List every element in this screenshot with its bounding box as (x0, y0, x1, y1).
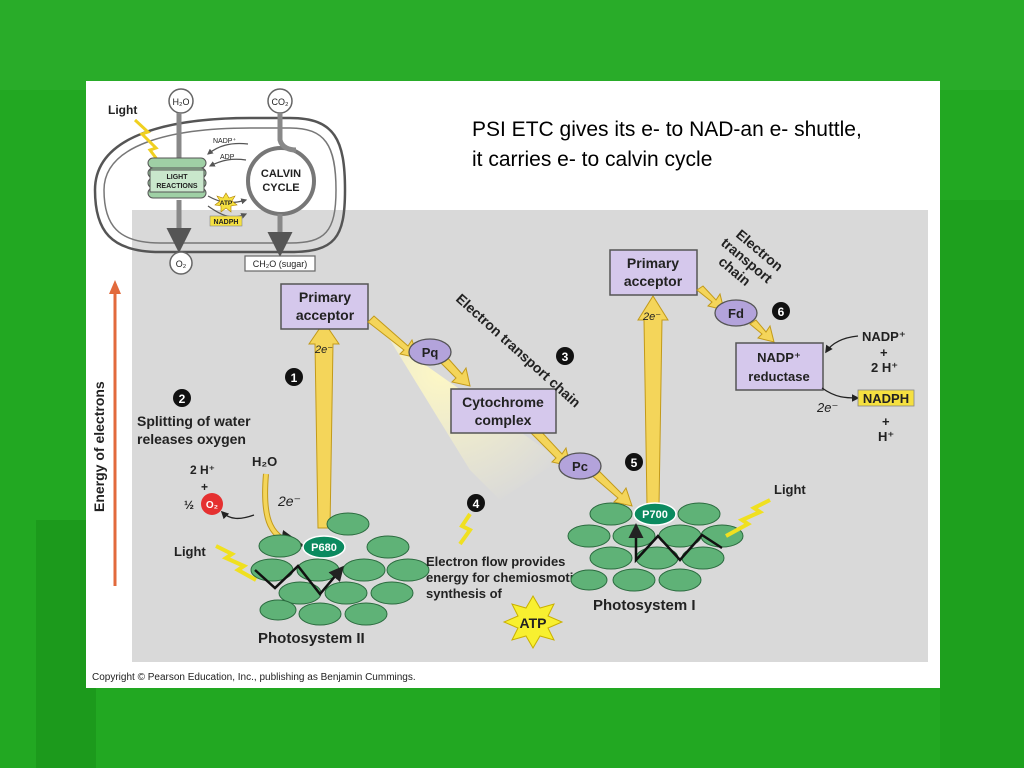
flow-line1: Electron flow provides (426, 554, 565, 569)
fd-label: Fd (728, 306, 744, 321)
chloroplast-inset: Light H₂O LIGHT REACTIONS NADP⁺ ADP ATP … (93, 88, 347, 275)
inset-o2-circle (169, 251, 193, 275)
energy-axis: Energy of electrons (91, 280, 121, 586)
ps2-primary-acceptor-box (280, 283, 369, 330)
h-in: 2 H⁺ (871, 360, 898, 375)
atp-star-icon (502, 595, 564, 649)
ps1-primary-2: acceptor (624, 273, 683, 289)
ps2-zigzag (254, 564, 344, 596)
nadp-reductase-box (735, 342, 824, 391)
ps1-lightning-icon (725, 498, 771, 538)
cyto-2: complex (475, 412, 532, 428)
main-gray-panel (132, 210, 928, 662)
ps2-h-plus: 2 H⁺ (190, 463, 215, 477)
p700-label: P700 (642, 509, 668, 521)
step-6-marker: 6 (778, 305, 785, 319)
fd-carrier (714, 299, 758, 327)
ps2-light-label: Light (174, 544, 206, 559)
step-5-marker: 5 (631, 456, 638, 470)
h-out: H⁺ (878, 429, 894, 444)
ps1-light-label: Light (774, 482, 806, 497)
ps1-primary-acceptor-box (609, 249, 698, 296)
photosystem-ii: 2e⁻ Primary acceptor 1 2 Splitting of wa… (137, 283, 430, 647)
inset-light-reactions-1: LIGHT (167, 174, 189, 181)
step-4-marker: 4 (473, 497, 480, 511)
ps2-primary-1: Primary (299, 289, 351, 305)
nadp-plus1: + (880, 345, 888, 360)
ps2-lightning-icon (215, 544, 257, 582)
p680-label: P680 (311, 542, 337, 554)
caption-line-2: it carries e- to calvin cycle (472, 148, 713, 171)
split-water-line2: releases oxygen (137, 431, 246, 447)
caption-line-1: PSI ETC gives its e- to NAD-an e- shuttl… (472, 118, 862, 141)
cyto-1: Cytochrome (462, 394, 544, 410)
flow-line3: synthesis of (426, 586, 503, 601)
inset-calvin-2: CYCLE (262, 182, 299, 194)
inset-lightning-icon (133, 118, 164, 167)
inset-atp-label: ATP (220, 200, 233, 207)
slide-caption: PSI ETC gives its e- to NAD-an e- shuttl… (472, 115, 952, 175)
energy-axis-label: Energy of electrons (91, 381, 107, 512)
nadph-plus: + (882, 414, 890, 429)
atp-lightning-icon (458, 512, 473, 546)
flow-line2: energy for chemiosmotic (426, 570, 581, 585)
ps2-h2o: H₂O (252, 454, 277, 469)
ps2-two-e-top: 2e⁻ (314, 344, 333, 356)
inset-co2-label: CO₂ (272, 97, 290, 107)
inset-nadph-label: NADPH (214, 219, 239, 226)
nadp-in: NADP⁺ (862, 329, 906, 344)
inset-o2-label: O₂ (176, 259, 187, 269)
inset-sugar-label: CH₂O (sugar) (253, 259, 308, 269)
inset-calvin-1: CALVIN (261, 168, 301, 180)
photosystem-i: 2e⁻ Primary acceptor Electron transport … (567, 226, 915, 614)
electron-transport-chain: Pq Cytochrome complex Pc Electron transp… (367, 290, 643, 649)
ps2-two-e: 2e⁻ (277, 493, 301, 509)
pq-label: Pq (422, 345, 439, 360)
step-2-marker: 2 (179, 392, 186, 406)
copyright-note: Copyright © Pearson Education, Inc., pub… (92, 672, 416, 683)
ps1-primary-1: Primary (627, 255, 679, 271)
pc-label: Pc (572, 459, 588, 474)
ps2-plus: + (201, 480, 208, 494)
reductase-1: NADP⁺ (757, 350, 801, 365)
inset-light-label: Light (108, 103, 137, 117)
nadph-out: NADPH (863, 391, 909, 406)
ps2-half: ½ (184, 498, 194, 512)
inset-calvin-cycle (246, 146, 316, 216)
inset-atp-star-icon (214, 192, 238, 213)
step-3-marker: 3 (562, 350, 569, 364)
pq-carrier (408, 338, 452, 366)
reductase-2: reductase (748, 369, 809, 384)
ps2-o2: O₂ (206, 500, 218, 511)
ps1-two-e-up: 2e⁻ (642, 311, 661, 323)
inset-light-reactions-2: REACTIONS (156, 183, 198, 190)
inset-nadp-label: NADP⁺ (213, 137, 236, 145)
inset-adp-label: ADP (220, 154, 235, 161)
atp-label: ATP (520, 615, 547, 631)
inset-h2o-label: H₂O (173, 97, 190, 107)
ps1-label: Photosystem I (593, 597, 696, 614)
ps2-primary-2: acceptor (296, 307, 355, 323)
step-1-marker: 1 (291, 371, 298, 385)
cytochrome-box (450, 388, 557, 434)
ps2-label: Photosystem II (258, 630, 365, 647)
split-water-line1: Splitting of water (137, 413, 251, 429)
pc-carrier (558, 452, 602, 480)
ps1-two-e-out: 2e⁻ (816, 400, 838, 415)
ps1-zigzag (628, 523, 723, 564)
